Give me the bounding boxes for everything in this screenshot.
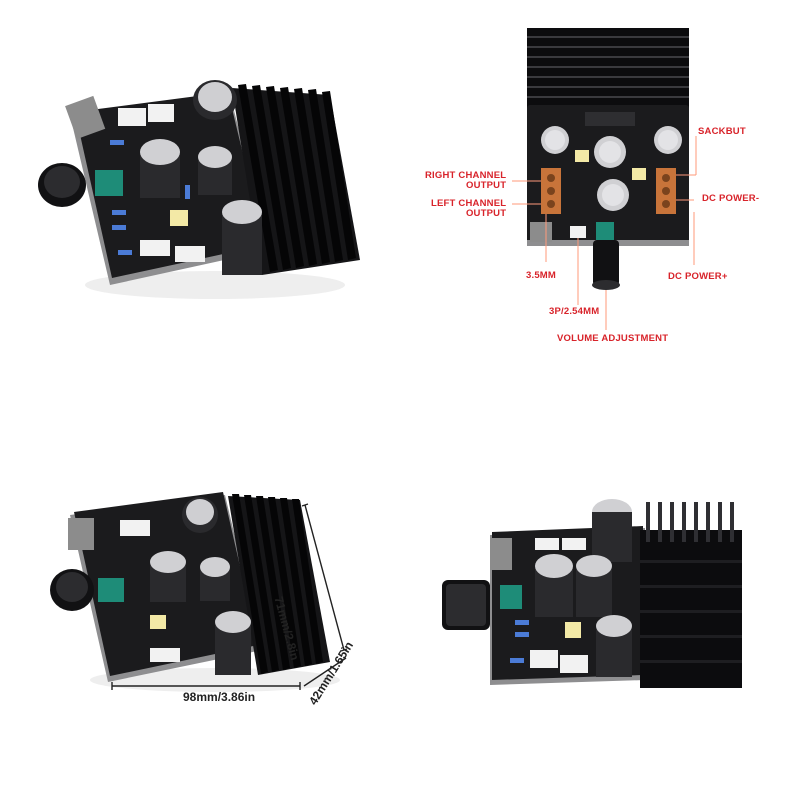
label-text: SACKBUT xyxy=(698,126,746,137)
amplifier-board-front xyxy=(442,499,742,688)
potentiometer-body xyxy=(500,585,522,609)
label-text: 3P/2.54MM xyxy=(549,306,600,317)
volume-knob xyxy=(593,240,619,286)
amplifier-board-angled xyxy=(38,80,360,299)
label-text: DC POWER- xyxy=(702,193,760,204)
audio-jack xyxy=(65,95,106,140)
label-text: RIGHT CHANNEL OUTPUT xyxy=(425,170,507,191)
label-right-channel-output: RIGHT CHANNEL OUTPUT xyxy=(425,171,506,191)
amplifier-board-dimensioned xyxy=(50,492,348,692)
label-volume-adjustment: VOLUME ADJUSTMENT xyxy=(557,334,668,344)
relay xyxy=(170,210,188,226)
label-dc-power-plus: DC POWER+ xyxy=(668,272,728,282)
product-photo-front xyxy=(400,400,800,800)
product-photo-dimensions: 98mm/3.86in 71mm/2.8in 42mm/1.65in xyxy=(0,400,400,800)
audio-jack xyxy=(68,518,94,550)
callout-lines xyxy=(512,136,697,330)
audio-jack xyxy=(530,222,552,242)
pin-header xyxy=(570,226,586,238)
label-3-5mm-jack: 3.5MM xyxy=(526,271,556,281)
label-text: LEFT CHANNEL OUTPUT xyxy=(431,198,507,219)
label-text: DC POWER+ xyxy=(668,271,728,282)
label-left-channel-output: LEFT CHANNEL OUTPUT xyxy=(431,199,506,219)
terminal-block xyxy=(175,246,205,262)
heatsink xyxy=(527,28,689,113)
label-text: VOLUME ADJUSTMENT xyxy=(557,333,669,344)
label-dc-power-minus: DC POWER- xyxy=(702,194,759,204)
potentiometer-body xyxy=(98,578,124,602)
heatsink xyxy=(228,494,330,675)
potentiometer-body xyxy=(95,170,123,196)
product-diagram-labelled: RIGHT CHANNEL OUTPUT LEFT CHANNEL OUTPUT… xyxy=(400,0,800,400)
dimension-lines xyxy=(111,503,348,690)
terminal-block xyxy=(140,240,170,256)
amplifier-chip xyxy=(585,112,635,126)
terminal-block xyxy=(118,108,146,126)
label-text: 3.5MM xyxy=(526,270,557,281)
amplifier-board-top xyxy=(512,28,697,330)
label-pin-header: 3P/2.54MM xyxy=(549,307,599,317)
product-photo-angled xyxy=(0,0,400,400)
dimension-width: 98mm/3.86in xyxy=(183,690,255,704)
terminal-block xyxy=(148,104,174,122)
audio-jack xyxy=(490,538,512,570)
label-sackbut: SACKBUT xyxy=(698,127,746,137)
heatsink xyxy=(232,84,360,275)
dimension-text: 98mm/3.86in xyxy=(183,690,256,704)
potentiometer-body xyxy=(596,222,614,240)
heatsink xyxy=(640,502,742,688)
